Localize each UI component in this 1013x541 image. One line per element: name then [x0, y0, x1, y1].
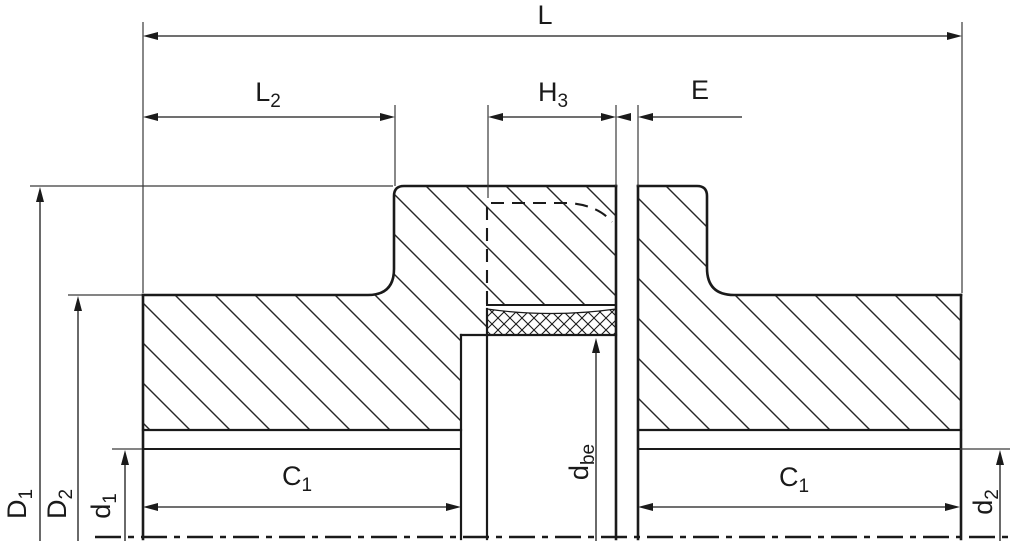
dim-label-L2: L2: [255, 77, 281, 112]
dim-label-C1-right: C1: [778, 462, 810, 497]
right-hub-hatching: [638, 186, 961, 430]
extension-lines: [30, 22, 1010, 450]
left-hub-outline: [141, 184, 618, 541]
dim-label-d1: d1: [86, 493, 121, 519]
dimension-lines: [39, 35, 1001, 541]
dim-label-H3: H3: [537, 77, 569, 112]
dim-label-E: E: [690, 75, 710, 105]
right-hub-outline: [636, 184, 963, 541]
dim-label-d2: d2: [968, 489, 1003, 515]
dim-label-dbe: dbe: [564, 443, 599, 481]
elastomer-spider-crosshatch: [486, 308, 617, 336]
dim-label-L: L: [537, 0, 553, 30]
arrowheads: [36, 32, 1004, 511]
dim-label-C1-left: C1: [281, 461, 313, 496]
left-hub-hatching: [143, 186, 616, 430]
dim-label-D1: D1: [2, 488, 37, 520]
dim-label-D2: D2: [42, 488, 77, 520]
